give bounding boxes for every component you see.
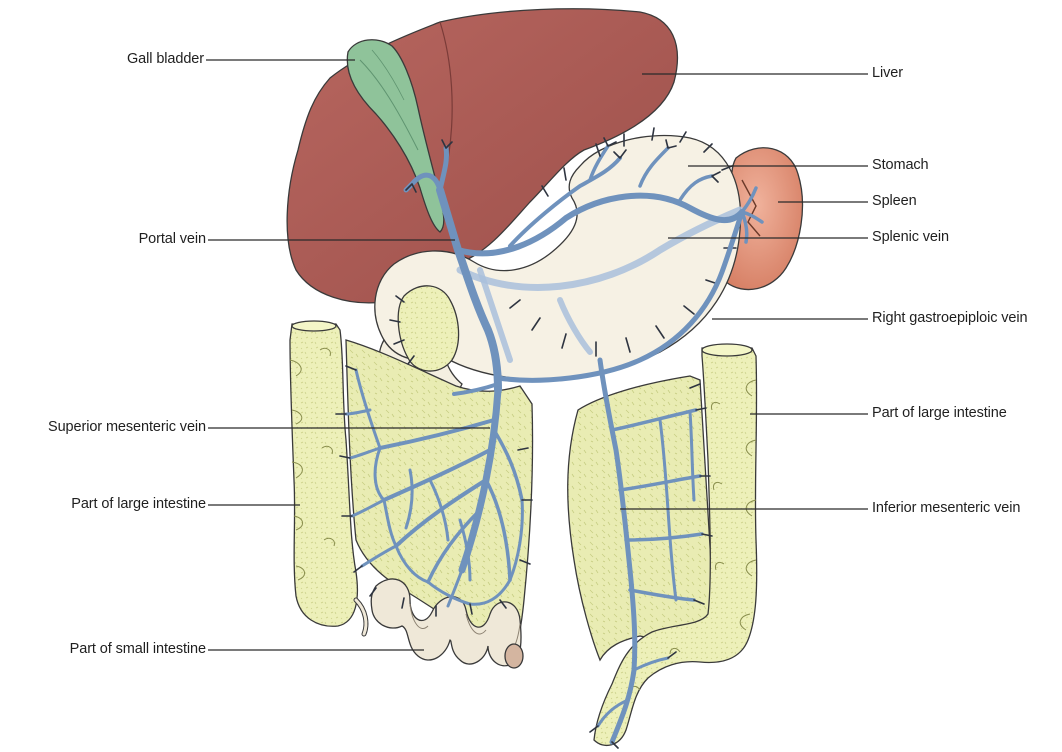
label-portal-vein: Portal vein [139,230,206,248]
label-spleen: Spleen [872,192,917,210]
label-liver: Liver [872,64,903,82]
label-splenic-vein: Splenic vein [872,228,949,246]
label-part-of-large-intestine-left: Part of large intestine [71,495,206,513]
label-part-of-large-intestine-right: Part of large intestine [872,404,1007,422]
label-superior-mesenteric-vein: Superior mesenteric vein [48,418,206,436]
label-part-of-small-intestine: Part of small intestine [70,640,206,658]
label-inferior-mesenteric-vein: Inferior mesenteric vein [872,499,1020,517]
label-right-gastroepiploic-vein: Right gastroepiploic vein [872,309,1027,327]
label-stomach: Stomach [872,156,929,174]
label-gall-bladder: Gall bladder [127,50,204,68]
